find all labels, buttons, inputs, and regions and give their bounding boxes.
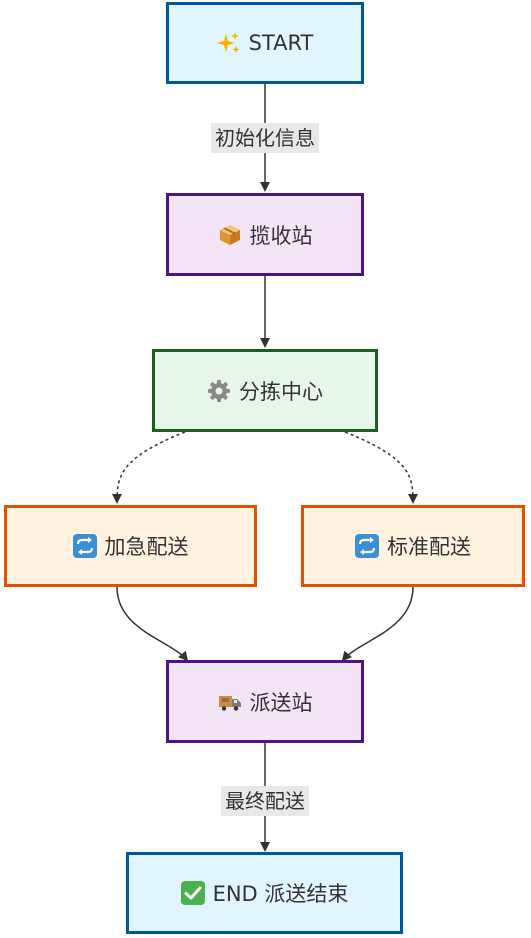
node-sorting: 分拣中心 (152, 349, 378, 432)
package-icon (218, 223, 242, 247)
check-mark-icon (180, 881, 205, 905)
edge-standard-dispatch (341, 586, 414, 662)
cycle-arrows-icon (72, 534, 97, 558)
edge-sorting-express (112, 431, 186, 504)
edge-express-dispatch (116, 586, 189, 662)
node-express: 加急配送 (4, 505, 257, 587)
node-pickup-label: 揽收站 (249, 223, 313, 248)
cycle-arrows-icon (355, 534, 379, 558)
gear-icon (207, 379, 231, 403)
node-standard-label: 标准配送 (387, 535, 471, 559)
node-sorting-label: 分拣中心 (239, 379, 323, 404)
node-pickup: 揽收站 (166, 193, 364, 276)
node-dispatch-label: 派送站 (249, 690, 313, 715)
edge-label-init: 初始化信息 (211, 123, 319, 153)
delivery-truck-icon (218, 690, 242, 714)
node-start-label: START (248, 31, 314, 55)
node-end: END 派送结束 (126, 852, 403, 934)
edge-label-final: 最终配送 (221, 786, 309, 816)
node-start: START (166, 2, 364, 84)
node-express-label: 加急配送 (104, 535, 189, 559)
sparkles-icon (216, 31, 241, 55)
node-dispatch: 派送站 (166, 660, 364, 743)
edge-sorting-standard (344, 431, 418, 504)
node-standard: 标准配送 (301, 505, 525, 587)
node-end-label: END 派送结束 (212, 882, 349, 906)
